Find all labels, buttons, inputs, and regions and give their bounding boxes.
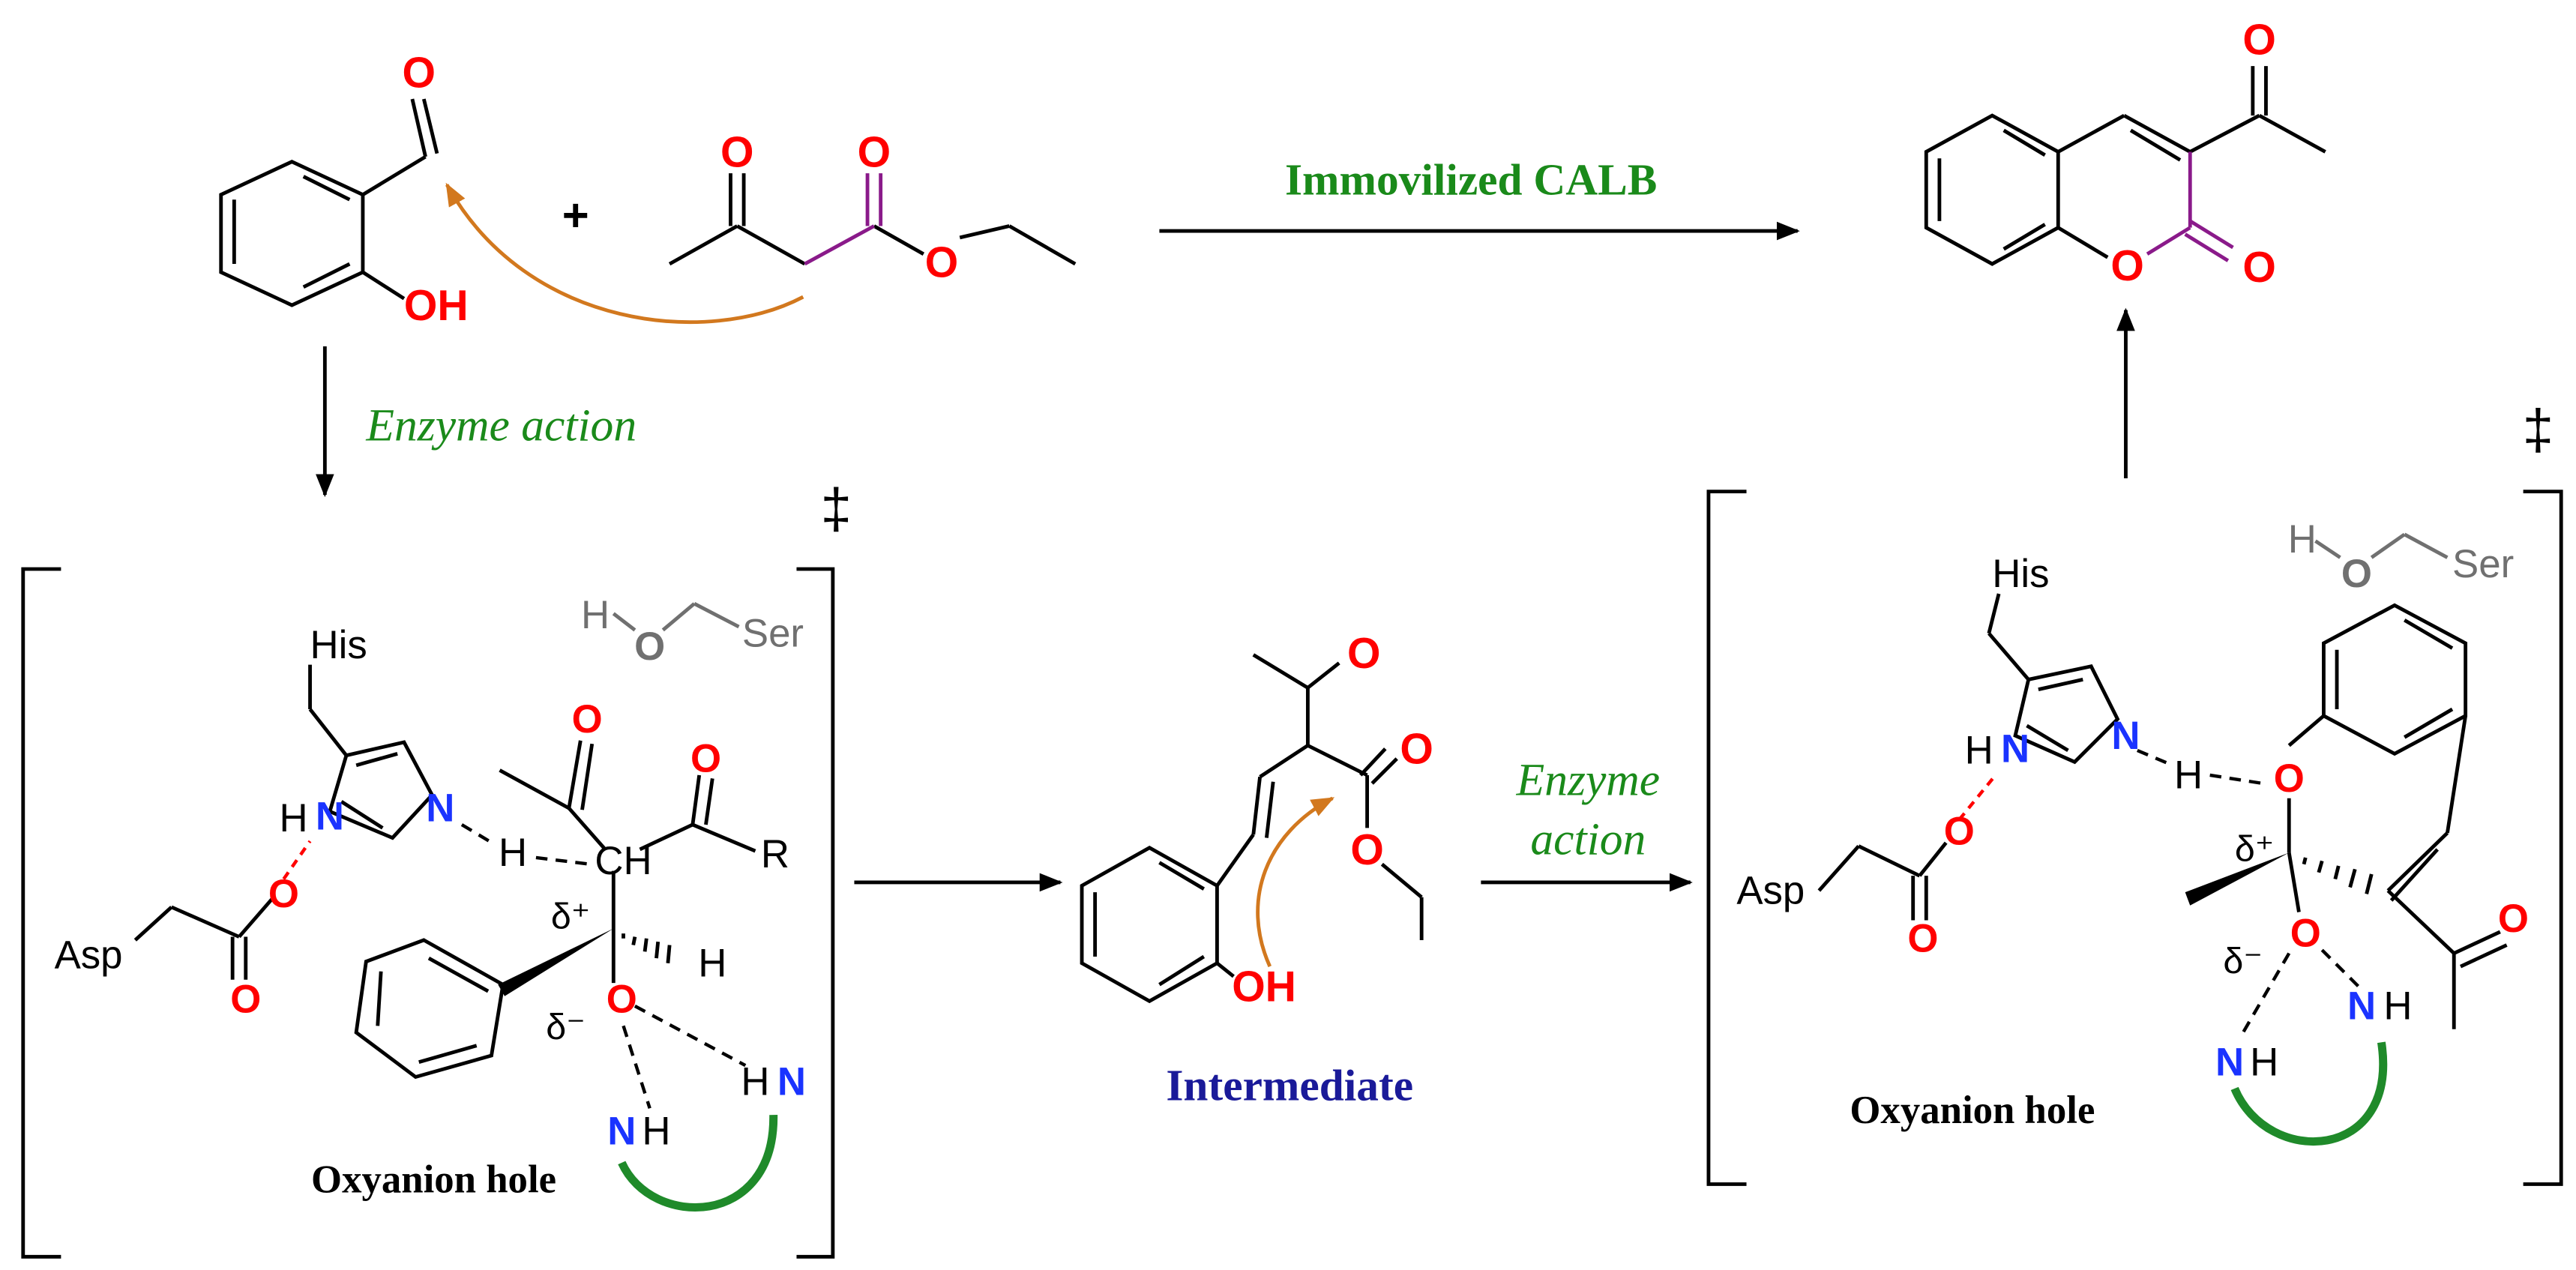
r-group-left: R <box>761 832 789 876</box>
ser-o-right: O <box>2341 552 2372 596</box>
ethyl-acetoacetate-purple-bonds <box>804 173 883 266</box>
intermediate-oh: OH <box>1232 963 1296 1011</box>
ser-h-left: H <box>581 593 610 637</box>
intermediate-structure <box>1080 653 1424 1004</box>
his-label-left: His <box>310 623 367 667</box>
left-wedge-bond <box>498 928 614 996</box>
oxyanion-hole-label-right: Oxyanion hole <box>1850 1089 2095 1132</box>
left-ts-double-dagger: ‡ <box>820 477 852 540</box>
coumarin-lactone-oxygen: O <box>2242 244 2275 292</box>
right-wedge-bond <box>2185 852 2290 906</box>
right-oxyanion-loop <box>2230 1041 2388 1146</box>
left-serine <box>612 602 740 632</box>
nucleophilic-attack-arrow-1 <box>445 182 804 325</box>
ser-label-left: Ser <box>742 611 804 655</box>
oxyanion-hole-label-left: Oxyanion hole <box>311 1158 556 1202</box>
ester-oxygen: O <box>925 239 958 287</box>
ester-carbonyl-oxygen: O <box>858 128 891 176</box>
plus-sign: + <box>562 190 589 241</box>
left-ts-brackets <box>21 567 835 1259</box>
oxyanion-o-right: O <box>2290 912 2321 956</box>
right-salt-bridge <box>1957 774 1997 821</box>
right-hash-bond <box>2302 857 2374 894</box>
right-ts-double-dagger: ‡ <box>2523 397 2554 460</box>
enzyme-action-label-2a: Enzyme <box>1516 754 1661 805</box>
nh-n-right-upper: N <box>2347 984 2376 1029</box>
right-hbonds <box>2137 748 2360 1037</box>
delta-plus-left: δ⁺ <box>551 897 590 937</box>
imidazole-nh-left: H <box>279 796 307 840</box>
his-label-right: His <box>1992 552 2049 596</box>
ketone-o-right: O <box>2498 897 2529 941</box>
left-salt-bridge <box>282 840 312 880</box>
imidazole-n3-left: N <box>426 786 454 831</box>
acetylcoumarin <box>1924 66 2326 266</box>
right-ts-skeleton <box>1817 593 2508 1029</box>
h-transfer-right: H <box>2174 753 2203 798</box>
enzyme-action-label-2b: action <box>1530 814 1646 865</box>
nh-h-left: H <box>642 1110 670 1154</box>
nh-n-left: N <box>607 1110 636 1154</box>
imidazole-n1-left: N <box>316 795 344 839</box>
left-hash-bond <box>622 933 672 963</box>
left-hbonds <box>460 823 747 1109</box>
oxyanion-o-left: O <box>607 978 637 1022</box>
imidazole-n3-right: N <box>2111 714 2140 758</box>
salicylaldehyde-oh: OH <box>404 282 469 330</box>
ch-label-left: CH <box>595 839 651 883</box>
left-oxyanion-loop <box>618 1115 778 1212</box>
immobilized-calb-label: Immovilized CALB <box>1285 155 1657 205</box>
ser-label-right: Ser <box>2452 542 2514 586</box>
coumarin-purple-bonds <box>2146 151 2234 262</box>
hn-label-left: H <box>741 1060 769 1104</box>
nh-n-right-lower: N <box>2215 1040 2244 1084</box>
asp-o-right: O <box>1944 809 1975 853</box>
enzyme-action-label-1: Enzyme action <box>365 400 637 451</box>
cyclization-arrow <box>1256 796 1335 968</box>
asp-o-left: O <box>268 872 299 916</box>
coumarin-ketone-oxygen: O <box>2242 16 2275 64</box>
right-ts-brackets <box>1706 490 2563 1186</box>
delta-plus-right: δ⁺ <box>2235 828 2274 869</box>
ser-h-right: H <box>2288 517 2317 562</box>
coumarin-ring-oxygen: O <box>2110 242 2143 290</box>
h-transfer-left: H <box>499 831 527 875</box>
asp-carbonyl-o-right: O <box>1907 916 1938 960</box>
asp-carbonyl-o-left: O <box>230 978 261 1022</box>
asp-label-right: Asp <box>1736 869 1805 913</box>
delta-minus-right: δ⁻ <box>2223 941 2262 981</box>
ketone-o-left: O <box>690 737 721 781</box>
acetyl-oxygen: O <box>720 128 753 176</box>
acetyl-o-left: O <box>572 697 603 741</box>
imidazole-nh-right: H <box>1965 729 1993 773</box>
intermediate-ester-co: O <box>1400 726 1433 774</box>
intermediate-ester-o: O <box>1350 826 1383 874</box>
phenol-o-right: O <box>2274 756 2305 801</box>
intermediate-label: Intermediate <box>1166 1060 1413 1110</box>
salicylaldehyde <box>219 98 439 307</box>
h-stereo-left: H <box>698 941 726 985</box>
imidazole-n1-right: N <box>2001 726 2029 771</box>
intermediate-acetyl-o: O <box>1347 630 1380 678</box>
salicylaldehyde-carbonyl-o: O <box>402 49 435 97</box>
delta-minus-left: δ⁻ <box>546 1007 585 1047</box>
nh-h-right-upper: H <box>2383 984 2412 1029</box>
hn-n-left: N <box>777 1060 806 1104</box>
left-ts-skeleton <box>133 664 756 1080</box>
right-serine <box>2314 532 2449 559</box>
nh-h-right-lower: H <box>2250 1040 2278 1084</box>
asp-label-left: Asp <box>55 933 123 977</box>
ethyl-acetoacetate <box>668 173 1077 266</box>
ser-o-left: O <box>634 625 665 669</box>
